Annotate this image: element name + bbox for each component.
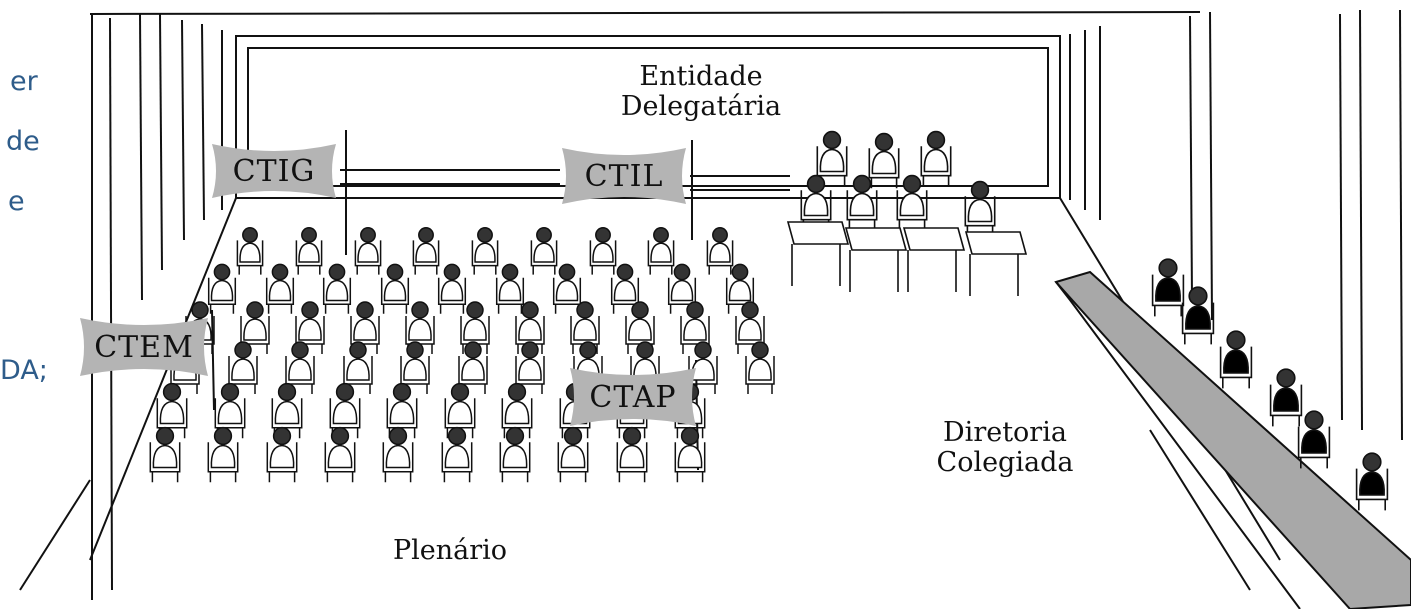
tag-ctig: CTIG [206, 140, 342, 202]
board-member-2 [1219, 330, 1253, 389]
crowd-person-3 [412, 227, 440, 275]
crowd-person-45 [386, 382, 418, 439]
crowd-person-7 [647, 227, 675, 275]
board-member-5 [1355, 452, 1389, 511]
crowd-person-2 [354, 227, 382, 275]
delegate-3 [800, 174, 832, 231]
crowd-person-58 [557, 426, 589, 483]
delegate-1 [868, 132, 900, 189]
tag-ctem-shape [80, 318, 208, 376]
tag-ctig-label: CTIG [232, 153, 316, 189]
slide-fragment-1: er [10, 66, 38, 97]
crowd-person-13 [437, 263, 467, 314]
crowd-person-57 [499, 426, 531, 483]
slide-fragment-4: DA; [0, 355, 48, 386]
crowd-person-43 [271, 382, 303, 439]
crowd-person-59 [616, 426, 648, 483]
crowd-person-53 [266, 426, 298, 483]
crowd-person-52 [207, 426, 239, 483]
crowd-person-42 [214, 382, 246, 439]
crowd-person-8 [706, 227, 734, 275]
delegate-desks [786, 221, 1028, 296]
tag-ctap-label: CTAP [589, 379, 677, 415]
tag-ctil: CTIL [556, 144, 692, 208]
crowd-person-51 [149, 426, 181, 483]
crowd-person-4 [471, 227, 499, 275]
delegate-6 [964, 180, 996, 237]
diretoria-table [1054, 258, 1411, 609]
crowd-person-9 [207, 263, 237, 314]
crowd-person-55 [382, 426, 414, 483]
plenario-crowd [149, 227, 775, 483]
slide-fragment-3: e [8, 186, 25, 217]
plenario-label: Plenário [392, 535, 508, 566]
crowd-person-34 [400, 341, 430, 394]
crowd-person-41 [156, 382, 188, 439]
delegate-0 [816, 130, 848, 187]
crowd-person-15 [552, 263, 582, 314]
tag-ctil-shape [562, 148, 686, 204]
tag-ctem-label: CTEM [94, 329, 194, 365]
delegate-5 [896, 174, 928, 231]
crowd-person-24 [460, 301, 490, 354]
entidade-line-2: Delegatária [620, 91, 782, 122]
entidade-label: Entidade Delegatária [592, 62, 810, 122]
delegate-4 [846, 174, 878, 231]
crowd-person-12 [380, 263, 410, 314]
board-member-3 [1269, 368, 1303, 427]
board-member-0 [1151, 258, 1185, 317]
crowd-person-46 [444, 382, 476, 439]
crowd-person-47 [501, 382, 533, 439]
entidade-delegataria-group [786, 130, 1028, 296]
crowd-person-26 [570, 301, 600, 354]
crowd-person-23 [405, 301, 435, 354]
tag-ctem: CTEM [74, 314, 214, 380]
slide-fragment-2: de [6, 126, 40, 157]
crowd-person-5 [530, 227, 558, 275]
crowd-person-60 [674, 426, 706, 483]
board-member-1 [1181, 286, 1215, 345]
crowd-person-6 [589, 227, 617, 275]
crowd-person-0 [236, 227, 264, 275]
crowd-person-25 [515, 301, 545, 354]
board-member-4 [1297, 410, 1331, 469]
crowd-person-44 [329, 382, 361, 439]
tag-ctil-label: CTIL [584, 158, 664, 194]
tag-ctap: CTAP [564, 364, 702, 430]
crowd-person-28 [680, 301, 710, 354]
crowd-person-1 [295, 227, 323, 275]
delegate-2 [920, 130, 952, 187]
crowd-person-40 [745, 341, 775, 394]
crowd-person-36 [515, 341, 545, 394]
tag-ctig-shape [212, 144, 336, 198]
crowd-person-11 [322, 263, 352, 314]
crowd-person-14 [495, 263, 525, 314]
diretoria-line-2: Colegiada [936, 447, 1074, 478]
crowd-person-56 [441, 426, 473, 483]
crowd-person-29 [735, 301, 765, 354]
diretoria-line-1: Diretoria [943, 417, 1067, 448]
crowd-person-10 [265, 263, 295, 314]
crowd-person-33 [343, 341, 373, 394]
entidade-line-1: Entidade [639, 61, 763, 92]
crowd-person-32 [285, 341, 315, 394]
tag-ctap-shape [570, 368, 696, 426]
crowd-person-20 [240, 301, 270, 354]
crowd-person-54 [324, 426, 356, 483]
diretoria-label: Diretoria Colegiada [915, 418, 1095, 478]
